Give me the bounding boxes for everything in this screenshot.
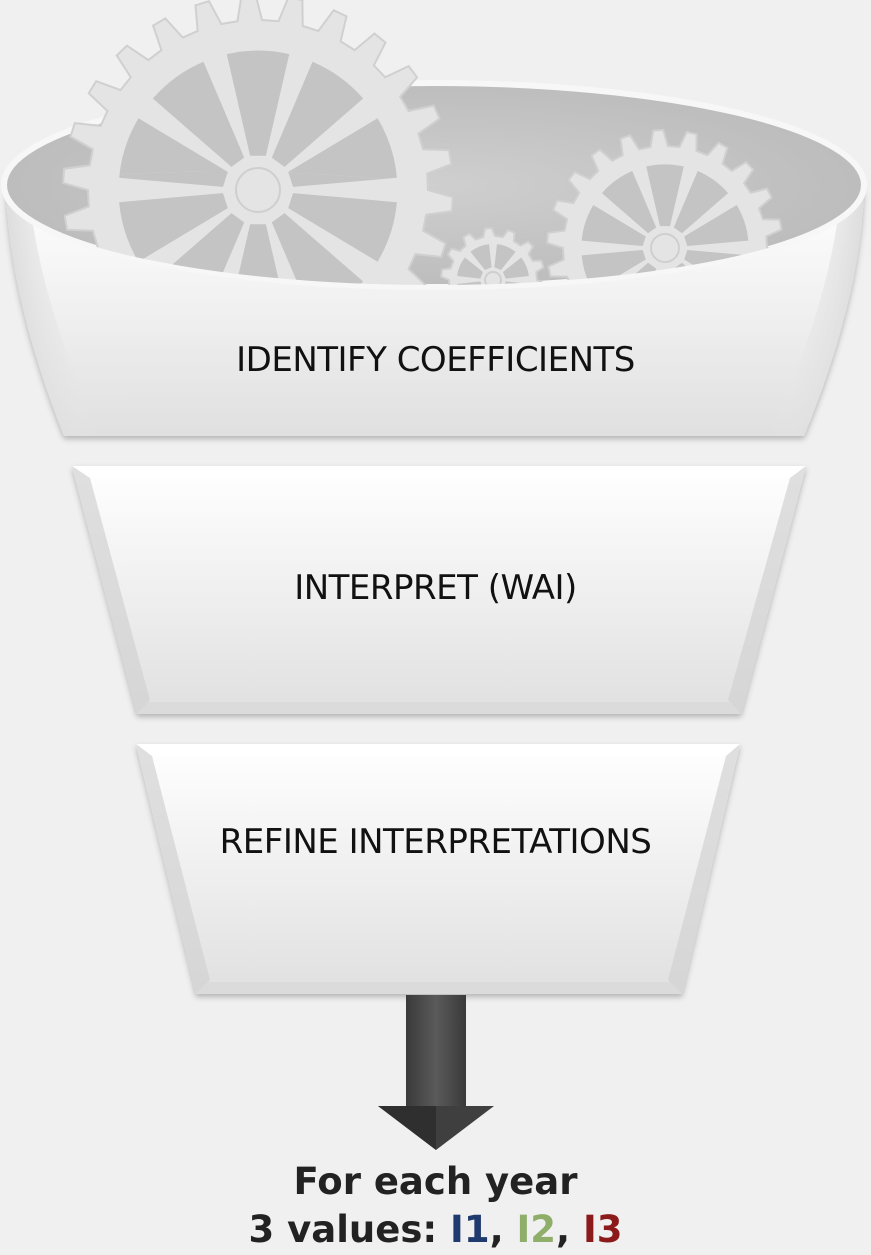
stage-label-refine: REFINE INTERPRETATIONS [219,822,652,862]
result-values: 3 values: I1, I2, I3 [0,1208,871,1251]
value-i3: I3 [582,1208,623,1251]
value-separator: , [489,1208,517,1251]
gear-icon [440,226,546,285]
funnel-segment-3 [136,744,740,994]
funnel-segment-2 [72,466,806,714]
result-prefix: 3 values: [248,1208,451,1251]
value-i1: I1 [450,1208,490,1251]
result-caption: For each year [293,1160,578,1203]
value-i2: I2 [516,1208,557,1251]
stage-label-identify: IDENTIFY COEFFICIENTS [236,340,635,380]
value-separator: , [556,1208,583,1251]
down-arrow-icon [378,995,494,1150]
stage-label-interpret: INTERPRET (WAI) [294,568,577,608]
gear-icon [62,0,454,185]
